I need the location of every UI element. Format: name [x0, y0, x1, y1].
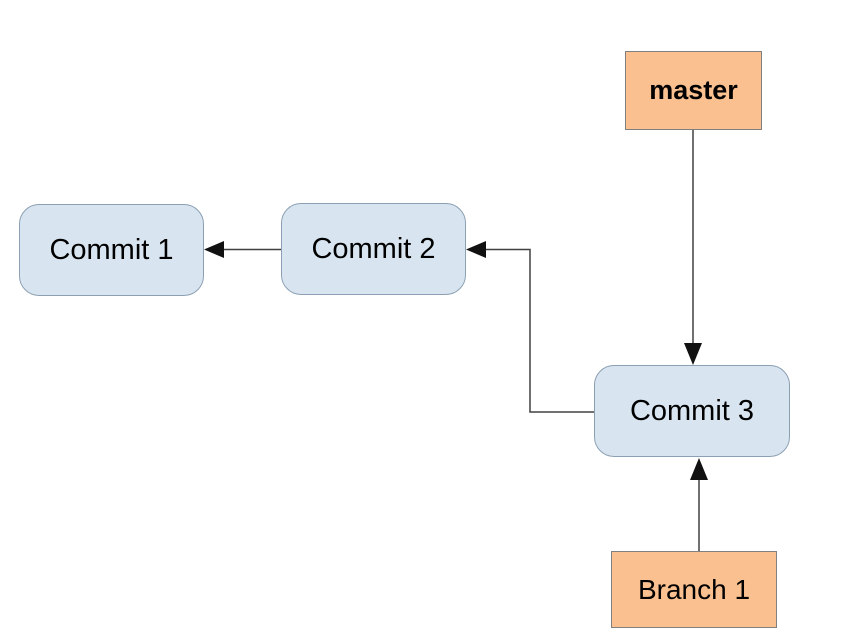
arrowhead-down-icon: [684, 343, 702, 365]
edge-commit3-commit2: [466, 241, 594, 413]
arrowhead-left-icon: [204, 241, 224, 258]
node-label: Commit 1: [49, 233, 174, 266]
edge-master-commit3: [684, 130, 702, 365]
arrowhead-left-icon: [466, 241, 486, 258]
edge-commit2-commit1: [204, 241, 281, 258]
edge-branch1-commit3: [690, 458, 708, 551]
node-commit-2: Commit 2: [281, 203, 466, 295]
arrowhead-up-icon: [690, 458, 708, 480]
node-commit-1: Commit 1: [19, 204, 204, 296]
node-label: Branch 1: [637, 573, 751, 605]
node-master: master: [625, 51, 762, 130]
node-label: master: [649, 75, 738, 105]
node-label: Commit 3: [629, 394, 755, 427]
node-branch-1: Branch 1: [611, 551, 777, 628]
node-commit-3: Commit 3: [594, 365, 790, 457]
node-label: Commit 2: [311, 232, 436, 265]
